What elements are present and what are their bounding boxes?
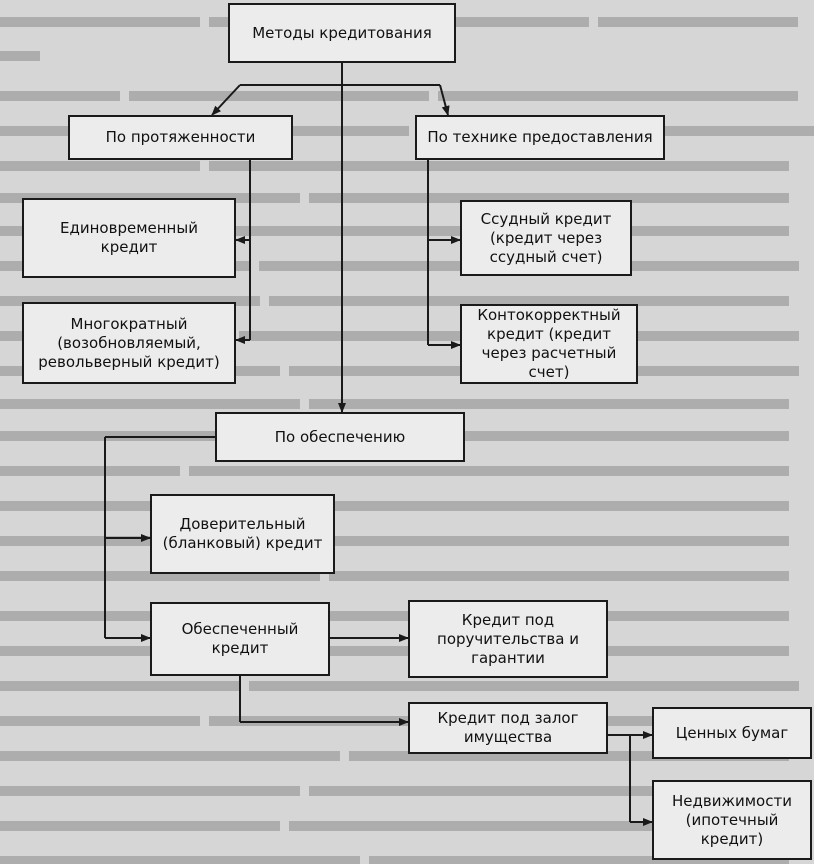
guarantee-credit-box: Кредит под поручительства и гарантии [408, 600, 608, 678]
revolving-credit-box: Многократный (возобновляемый, револьверн… [22, 302, 236, 384]
one-time-credit-box: Единовременный кредит [22, 198, 236, 278]
loan-account-credit-box: Ссудный кредит (кредит через ссудный сче… [460, 200, 632, 276]
current-account-credit-box: Контокорректный кредит (кредит через рас… [460, 304, 638, 384]
secured-credit-box: Обеспеченный кредит [150, 602, 330, 676]
technique-box: По технике предоставления [415, 115, 665, 160]
arrow-to-duration [211, 84, 241, 116]
real-estate-box: Недвижимости (ипотечный кредит) [652, 780, 812, 860]
trust-credit-box: Доверительный (бланковый) кредит [150, 494, 335, 574]
pledge-credit-box: Кредит под залог имущества [408, 702, 608, 754]
arrow-to-technique [439, 84, 450, 116]
root-box: Методы кредитования [228, 3, 456, 63]
security-box: По обеспечению [215, 412, 465, 462]
securities-box: Ценных бумаг [652, 707, 812, 759]
duration-box: По протяженности [68, 115, 293, 160]
